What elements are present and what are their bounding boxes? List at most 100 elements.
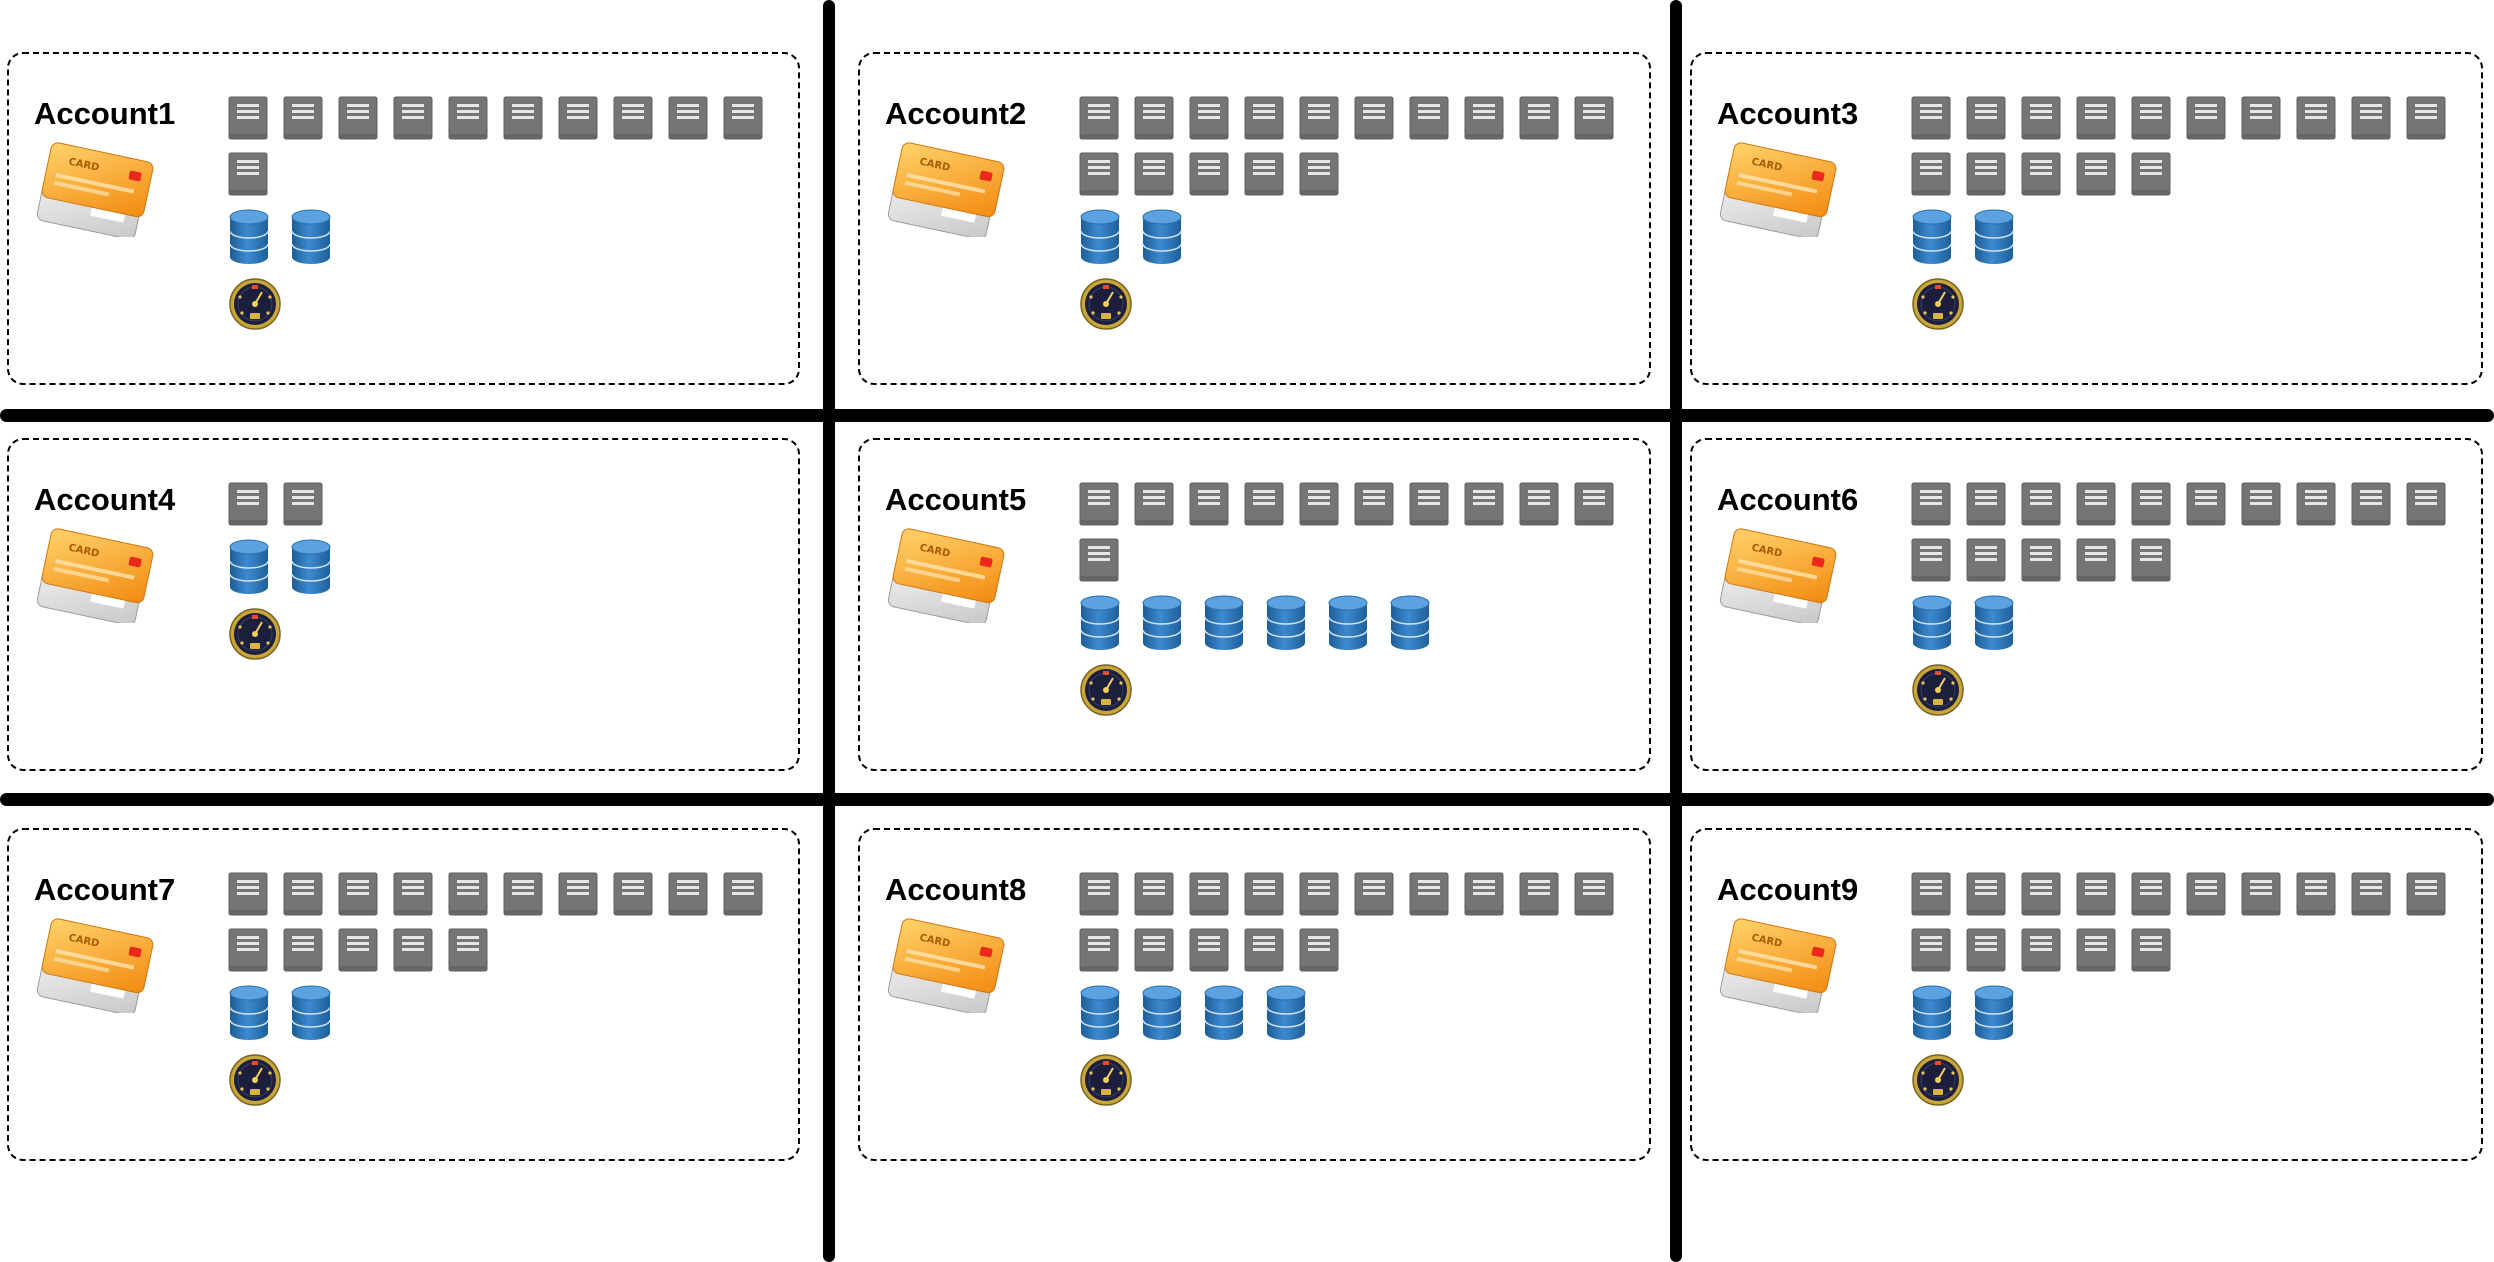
credit-card-icon: CARD: [1715, 913, 1840, 1016]
account-box: Account6 CARD: [1690, 438, 2483, 771]
server-icon: [1189, 872, 1229, 916]
server-icon: [2296, 482, 2336, 526]
server-icon: [1464, 482, 1504, 526]
server-icon: [1409, 872, 1449, 916]
database-icon: [1203, 985, 1245, 1043]
server-icon: [1079, 482, 1119, 526]
database-icon: [1203, 595, 1245, 653]
server-icon: [2241, 872, 2281, 916]
account-label: Account9: [1717, 872, 1859, 907]
server-icon: [1354, 96, 1394, 140]
credit-card-icon: CARD: [32, 913, 157, 1016]
account-box: Account3 CARD: [1690, 52, 2483, 385]
server-icon: [2351, 482, 2391, 526]
account-box: Account9 CARD: [1690, 828, 2483, 1161]
server-icon: [228, 872, 268, 916]
server-icon: [2296, 96, 2336, 140]
server-icon: [1079, 872, 1119, 916]
server-icon: [1911, 928, 1951, 972]
grid-divider-vertical-1: [823, 0, 835, 1262]
server-icon: [2406, 482, 2446, 526]
credit-card-icon: CARD: [1715, 523, 1840, 626]
gauge-list: [228, 1053, 788, 1107]
server-list: [228, 482, 773, 526]
database-icon: [1079, 595, 1121, 653]
account-resources: [1911, 872, 2471, 1107]
server-icon: [1299, 872, 1339, 916]
server-icon: [1966, 152, 2006, 196]
account-resources: [1911, 96, 2471, 331]
server-icon: [1189, 96, 1229, 140]
server-icon: [2186, 482, 2226, 526]
server-icon: [1966, 872, 2006, 916]
server-icon: [1244, 482, 1284, 526]
server-icon: [1354, 872, 1394, 916]
gauge-icon: [1079, 663, 1133, 717]
server-icon: [2131, 482, 2171, 526]
server-icon: [1079, 538, 1119, 582]
server-icon: [1244, 152, 1284, 196]
server-icon: [2131, 96, 2171, 140]
database-list: [1079, 985, 1639, 1043]
server-icon: [1911, 152, 1951, 196]
server-icon: [2406, 872, 2446, 916]
database-icon: [1265, 595, 1307, 653]
gauge-list: [1079, 277, 1639, 331]
server-icon: [668, 872, 708, 916]
server-icon: [393, 928, 433, 972]
server-icon: [1966, 928, 2006, 972]
grid-divider-vertical-2: [1670, 0, 1682, 1262]
server-icon: [1299, 928, 1339, 972]
server-icon: [338, 928, 378, 972]
server-icon: [503, 872, 543, 916]
server-icon: [1574, 482, 1614, 526]
server-icon: [1574, 872, 1614, 916]
server-icon: [1409, 96, 1449, 140]
database-icon: [290, 539, 332, 597]
database-list: [228, 985, 788, 1043]
server-icon: [1079, 152, 1119, 196]
server-icon: [723, 872, 763, 916]
server-icon: [1574, 96, 1614, 140]
server-icon: [2186, 96, 2226, 140]
server-icon: [613, 872, 653, 916]
database-icon: [1973, 209, 2015, 267]
grid-divider-horizontal-2: [0, 793, 2494, 806]
server-list: [1079, 96, 1624, 196]
server-icon: [2021, 538, 2061, 582]
server-icon: [2351, 96, 2391, 140]
gauge-list: [1911, 1053, 2471, 1107]
server-icon: [1911, 482, 1951, 526]
server-icon: [2021, 482, 2061, 526]
account-box: Account2 CARD: [858, 52, 1651, 385]
database-list: [1079, 209, 1639, 267]
server-icon: [2131, 872, 2171, 916]
server-icon: [2076, 928, 2116, 972]
credit-card-icon: CARD: [32, 523, 157, 626]
gauge-list: [1079, 663, 1639, 717]
gauge-list: [1079, 1053, 1639, 1107]
server-list: [1911, 96, 2456, 196]
server-icon: [2021, 96, 2061, 140]
database-icon: [1327, 595, 1369, 653]
account-label: Account8: [885, 872, 1027, 907]
server-icon: [448, 928, 488, 972]
gauge-icon: [1911, 1053, 1965, 1107]
credit-card-icon: CARD: [1715, 137, 1840, 240]
credit-card-icon: CARD: [883, 523, 1008, 626]
server-icon: [1966, 96, 2006, 140]
account-label: Account4: [34, 482, 176, 517]
account-label: Account5: [885, 482, 1027, 517]
gauge-icon: [228, 607, 282, 661]
server-icon: [2186, 872, 2226, 916]
server-icon: [393, 96, 433, 140]
database-icon: [228, 209, 270, 267]
database-list: [228, 209, 788, 267]
server-icon: [1134, 872, 1174, 916]
server-icon: [723, 96, 763, 140]
server-icon: [2076, 538, 2116, 582]
server-icon: [448, 872, 488, 916]
gauge-icon: [1079, 277, 1133, 331]
server-list: [228, 872, 773, 972]
account-label: Account6: [1717, 482, 1859, 517]
